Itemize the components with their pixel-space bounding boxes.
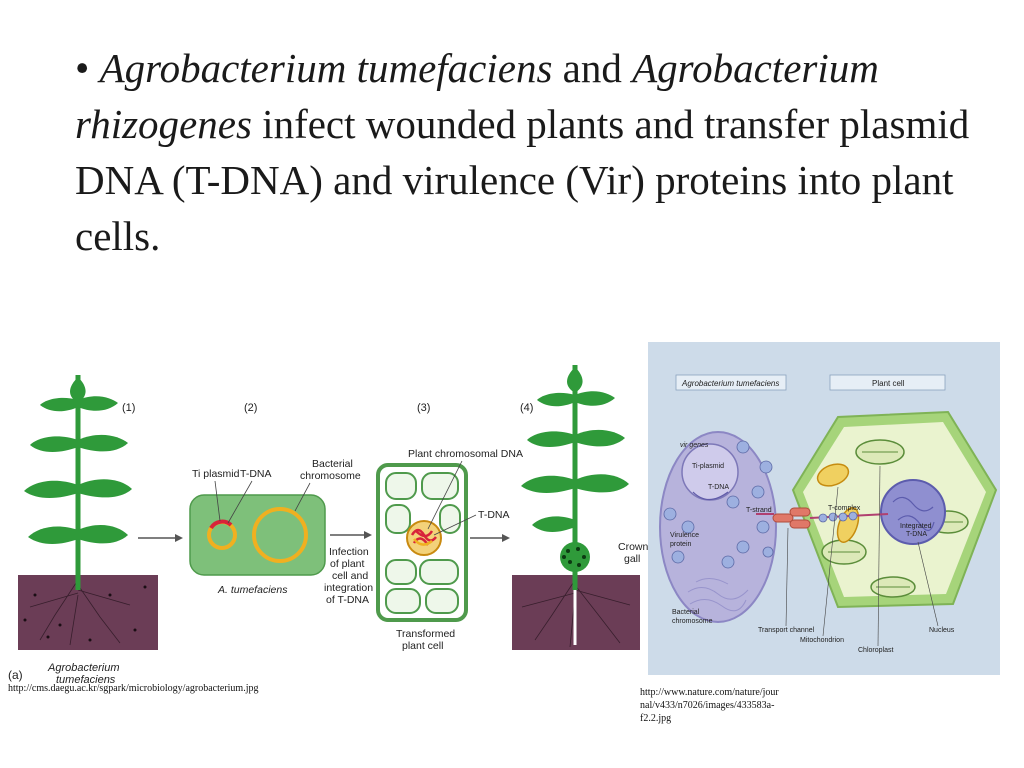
- header-plant-cell: Plant cell: [872, 379, 905, 388]
- svg-text:Integrated: Integrated: [900, 523, 932, 530]
- cell-caption: A. tumefaciens: [217, 584, 288, 596]
- transformed-label-1: Transformed: [396, 628, 455, 640]
- svg-text:Infection: Infection: [329, 546, 369, 558]
- figure-transfer-mechanism: Agrobacterium tumefaciens Plant cell: [648, 342, 1000, 675]
- arrow-1: [138, 534, 183, 542]
- ti-plasmid-circle: [681, 443, 739, 501]
- step-4-label: (4): [520, 402, 533, 414]
- step-3-label: (3): [417, 402, 430, 414]
- svg-text:Mitochondrion: Mitochondrion: [800, 637, 844, 644]
- svg-text:Chloroplast: Chloroplast: [858, 647, 893, 654]
- mitochondrion-shape: [816, 463, 850, 487]
- crown-gall-label-1: Crown: [618, 541, 649, 553]
- svg-text:Virulence: Virulence: [670, 532, 699, 539]
- svg-text:protein: protein: [670, 541, 692, 548]
- bacterial-chromosome-label-1: Bacterial: [312, 458, 353, 470]
- svg-text:T-DNA: T-DNA: [708, 484, 729, 491]
- plant-chromosomal-dna-label: Plant chromosomal DNA: [408, 448, 523, 460]
- arrow-2: [330, 531, 372, 539]
- svg-text:T-complex: T-complex: [828, 505, 861, 512]
- infection-caption: Infection of plant cell and integration …: [324, 546, 373, 606]
- tdna-label-right: T-DNA: [478, 509, 510, 521]
- svg-text:Bacterial: Bacterial: [672, 609, 700, 616]
- source-url-right: http://www.nature.com/nature/jour nal/v4…: [640, 687, 779, 724]
- bullet-species-2: Agrobacterium rhizogenes: [75, 45, 879, 147]
- figure-b-labels: vir genes Ti-plasmid T-DNA Virulence pro…: [670, 442, 955, 654]
- step-2-label: (2): [244, 402, 257, 414]
- plant-caption-line-1: Agrobacterium: [47, 662, 120, 674]
- agrobacterium-cell: [189, 494, 326, 576]
- svg-text:Nucleus: Nucleus: [929, 627, 955, 634]
- transformed-plant-cell: [376, 463, 468, 622]
- panel-letter: (a): [8, 668, 23, 682]
- tdna-label: T-DNA: [240, 468, 272, 480]
- source-url-left: http://cms.daegu.ac.kr/sgpark/microbiolo…: [8, 683, 259, 694]
- svg-text:T-strand: T-strand: [746, 507, 772, 514]
- arrow-3: [470, 534, 510, 542]
- bacterium-diagram: [659, 431, 777, 623]
- bacterial-chromosome-shape: [252, 507, 308, 563]
- plant-healthy: [18, 375, 158, 650]
- soil-1: [18, 575, 158, 650]
- svg-text:of plant: of plant: [330, 558, 365, 570]
- bacterial-chromosome-label-2: chromosome: [300, 470, 361, 482]
- svg-text:chromosome: chromosome: [672, 618, 713, 625]
- svg-text:T-DNA: T-DNA: [906, 531, 927, 538]
- step-1-label: (1): [122, 402, 135, 414]
- bullet-and: and: [552, 45, 633, 91]
- bullet-species-1: Agrobacterium tumefaciens: [99, 45, 553, 91]
- crown-gall-label-2: gall: [624, 553, 640, 565]
- svg-text:vir genes: vir genes: [680, 442, 709, 449]
- svg-text:Ti-plasmid: Ti-plasmid: [692, 463, 724, 470]
- transformed-label-2: plant cell: [402, 640, 443, 652]
- figure-infection-process: (1) (2) (3) (4) Agrobacterium tumefacien…: [8, 365, 649, 686]
- header-agrobacterium: Agrobacterium tumefaciens: [681, 379, 779, 388]
- tdna-segment: [209, 519, 233, 530]
- transport-channel: [756, 507, 889, 529]
- svg-text:of T-DNA: of T-DNA: [326, 594, 369, 606]
- ti-plasmid-label: Ti plasmid: [192, 468, 240, 480]
- bullet-text: • Agrobacterium tumefaciens and Agrobact…: [75, 40, 995, 264]
- svg-text:cell and: cell and: [332, 570, 368, 582]
- plant-caption-line-2: tumefaciens: [56, 674, 116, 686]
- svg-text:Transport channel: Transport channel: [758, 627, 815, 634]
- nucleus-shape: [880, 479, 946, 545]
- plant-with-crown-gall: [512, 365, 640, 650]
- bullet-rest: infect wounded plants and transfer plasm…: [75, 101, 970, 259]
- svg-text:integration: integration: [324, 582, 373, 594]
- bullet-marker: •: [75, 45, 90, 91]
